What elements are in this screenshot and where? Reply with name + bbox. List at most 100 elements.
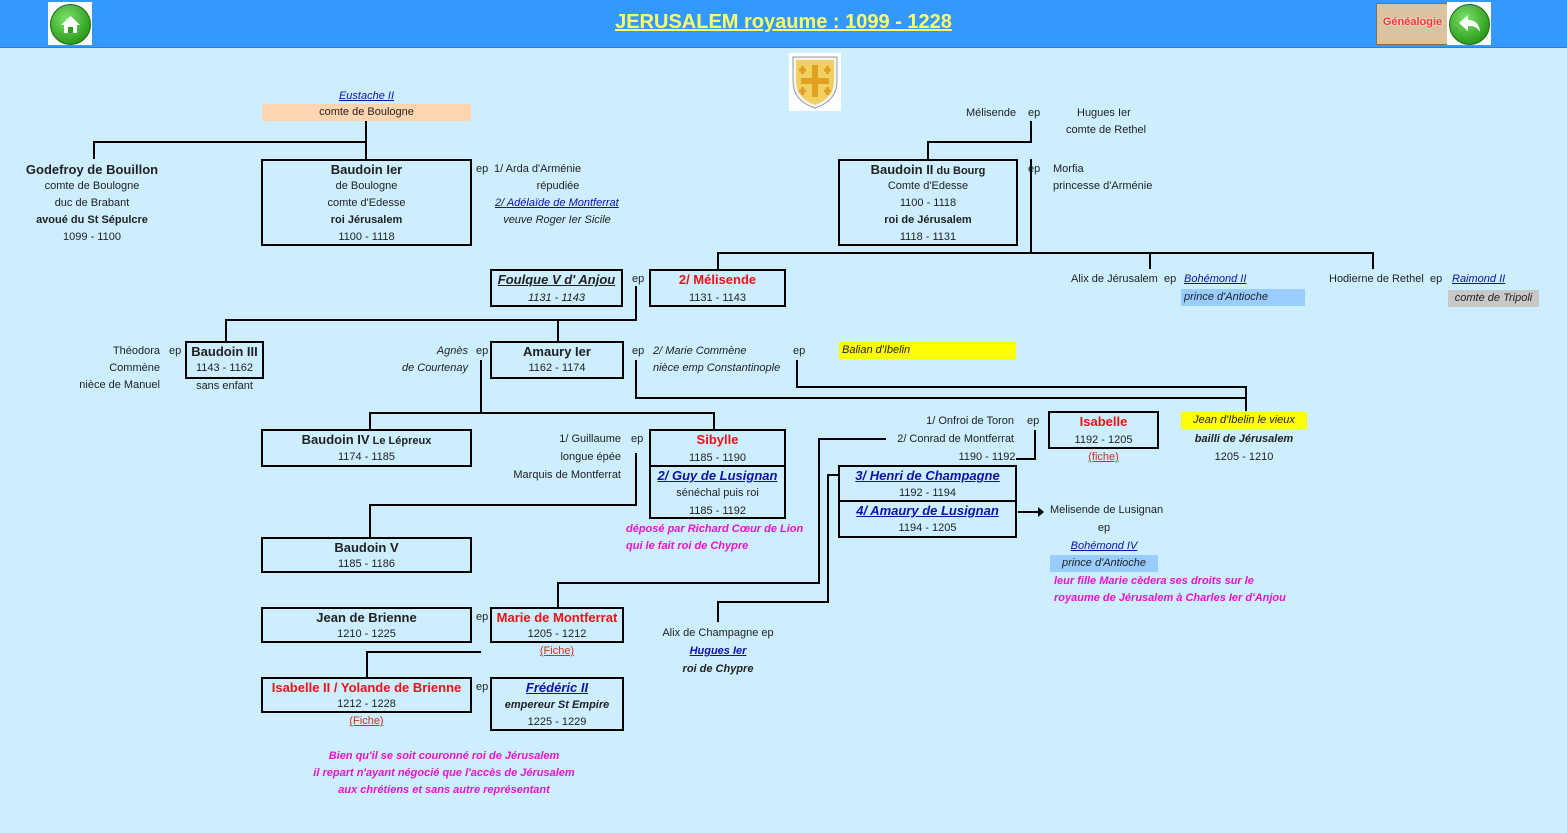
baudoin-iv-dates: 1174 - 1185 (337, 451, 396, 463)
raimond-ii-title: comte de Tripoli (1448, 290, 1539, 307)
onfroi-name: 1/ Onfroi de Toron (926, 415, 1014, 427)
melisende-lusignan-ep: ep (1097, 522, 1111, 534)
baudoin-ii-box: Baudoin II du Bourg Comte d'Edesse 1100 … (838, 159, 1018, 246)
page-title: JERUSALEM royaume : 1099 - 1228 (615, 11, 952, 33)
baudoin-i-title-3: roi Jérusalem (330, 214, 403, 226)
bohemond-iv-link[interactable]: Bohémond IV (1070, 540, 1138, 552)
home-icon (50, 4, 91, 45)
header-bar: JERUSALEM royaume : 1099 - 1228 Généalog… (0, 0, 1567, 48)
jean-brienne-name: Jean de Brienne (316, 610, 417, 625)
jean-ibelin-dates: 1205 - 1210 (1214, 451, 1274, 463)
melisende-name: 2/ Mélisende (678, 272, 757, 287)
marie-comnene-title: nièce emp Constantinople (653, 362, 781, 374)
melisende-rethel-name: Mélisende (966, 107, 1017, 119)
isabelle-ii-ep: ep (476, 681, 489, 693)
baudoin-iv-name: Baudoin IV (301, 432, 370, 447)
jean-brienne-box: Jean de Brienne 1210 - 1225 (261, 607, 472, 643)
godefroy-name: Godefroy de Bouillon (25, 162, 159, 177)
baudoin-i-title-2: comte d'Edesse (327, 197, 406, 209)
hodierne-ep: ep (1430, 273, 1443, 285)
melisende-rethel-ep: ep (1028, 107, 1041, 119)
bohemond-ii-link[interactable]: Bohémond II (1184, 273, 1247, 285)
melisende-box: 2/ Mélisende 1131 - 1143 (649, 269, 786, 307)
amaury-i-dates: 1162 - 1174 (528, 362, 586, 374)
henri-name[interactable]: 3/ Henri de Champagne (855, 468, 1000, 483)
frederic-ii-name[interactable]: Frédéric II (525, 680, 589, 695)
hugues-rethel-name: Hugues Ier (1077, 107, 1131, 119)
genealogy-button[interactable]: Généalogie (1376, 3, 1449, 45)
baudoin-v-box: Baudoin V 1185 - 1186 (261, 537, 472, 573)
baudoin-ii-title-2: roi de Jérusalem (884, 214, 972, 226)
isabelle-box: Isabelle 1192 - 1205 (1048, 411, 1159, 449)
baudoin-ii-suffix: du Bourg (936, 165, 986, 177)
sibylle-name: Sibylle (696, 432, 739, 447)
marie-note-1: leur fille Marie cèdera ses droits sur l… (1054, 575, 1254, 587)
raimond-ii-link[interactable]: Raimond II (1452, 273, 1506, 285)
adelaide-note: veuve Roger Ier Sicile (503, 214, 611, 226)
isabelle-fiche-link[interactable]: (fiche) (1088, 451, 1119, 463)
jean-brienne-ep: ep (476, 611, 489, 623)
baudoin-iii-name: Baudoin III (191, 344, 258, 359)
godefroy-title-3: avoué du St Sépulcre (36, 214, 148, 226)
amaury-i-ep: ep (632, 345, 645, 357)
frederic-note-1: Bien qu'il se soit couronné roi de Jérus… (328, 750, 560, 762)
guy-note-1: déposé par Richard Cœur de Lion (626, 523, 804, 535)
theodora-ep: ep (169, 345, 182, 357)
agnes-name: Agnès (436, 345, 468, 357)
balian-name: Balian d'Ibelin (839, 342, 1016, 359)
baudoin-iii-dates: 1143 - 1162 (195, 362, 254, 374)
marie-comnene-name: 2/ Marie Commène (653, 345, 747, 357)
foulque-name[interactable]: Foulque V d' Anjou (497, 272, 616, 287)
godefroy-dates: 1099 - 1100 (63, 231, 121, 243)
guy-note-2: qui le fait roi de Chypre (626, 540, 749, 552)
back-arrow-icon (1449, 4, 1490, 45)
theodora-line-3: nièce de Manuel (79, 379, 160, 391)
guillaume-name: 1/ Guillaume (559, 433, 621, 445)
marie-montferrat-fiche-link[interactable]: (Fiche) (539, 645, 575, 657)
hugues-rethel-title: comte de Rethel (1066, 124, 1147, 136)
guy-box: 2/ Guy de Lusignan sénéchal puis roi 118… (649, 465, 786, 519)
marie-montferrat-dates: 1205 - 1212 (527, 628, 587, 640)
godefroy-title-2: duc de Brabant (54, 197, 130, 209)
marie-montferrat-box: Marie de Montferrat 1205 - 1212 (490, 607, 624, 643)
godefroy-title-1: comte de Boulogne (44, 180, 140, 192)
baudoin-ii-dates-2: 1118 - 1131 (899, 231, 957, 243)
hugues-i-title: roi de Chypre (682, 663, 754, 675)
baudoin-iv-box: Baudoin IV Le Lépreux 1174 - 1185 (261, 429, 472, 467)
baudoin-iii-note: sans enfant (196, 380, 253, 392)
alix-jerusalem-name: Alix de Jérusalem (1071, 273, 1158, 285)
baudoin-v-dates: 1185 - 1186 (337, 558, 396, 570)
morfia-title: princesse d'Arménie (1053, 180, 1153, 192)
guy-name[interactable]: 2/ Guy de Lusignan (657, 468, 778, 483)
isabelle-ii-fiche-link[interactable]: (Fiche) (349, 715, 384, 727)
theodora-line-2: Commène (109, 362, 160, 374)
amaury-lusignan-dates: 1194 - 1205 (898, 522, 957, 534)
marie-montferrat-name: Marie de Montferrat (496, 610, 618, 625)
jean-ibelin-title: bailli de Jérusalem (1194, 433, 1294, 445)
baudoin-iii-box: Baudoin III 1143 - 1162 (185, 341, 264, 379)
frederic-note-2: il repart n'ayant négocié que l'accès de… (313, 767, 575, 779)
isabelle-ii-dates: 1212 - 1228 (337, 698, 396, 710)
genealogy-label: Généalogie (1382, 16, 1443, 28)
back-button[interactable] (1447, 2, 1491, 45)
guillaume-line-2: longue épée (560, 451, 621, 463)
adelaide-link[interactable]: 2/ Adélaïde de Montferrat (495, 197, 619, 209)
foulque-ep: ep (632, 273, 645, 285)
henri-box: 3/ Henri de Champagne 1192 - 1194 (838, 465, 1017, 503)
baudoin-i-name: Baudoin Ier (330, 162, 403, 177)
guy-title: sénéchal puis roi (676, 487, 759, 499)
hodierne-name: Hodierne de Rethel (1329, 273, 1424, 285)
arda-note: répudiée (536, 180, 580, 192)
melisende-dates: 1131 - 1143 (688, 292, 747, 304)
eustache-ii-link[interactable]: Eustache II (338, 90, 395, 102)
guillaume-line-3: Marquis de Montferrat (513, 469, 621, 481)
jean-brienne-dates: 1210 - 1225 (337, 628, 396, 640)
baudoin-ii-dates-1: 1100 - 1118 (899, 197, 957, 209)
amaury-lusignan-name[interactable]: 4/ Amaury de Lusignan (856, 503, 999, 518)
home-button[interactable] (48, 2, 92, 45)
marie-comnene-ep: ep (793, 345, 806, 357)
hugues-i-link[interactable]: Hugues Ier (689, 645, 747, 657)
sibylle-box: Sibylle 1185 - 1190 (649, 429, 786, 467)
foulque-box: Foulque V d' Anjou 1131 - 1143 (490, 269, 623, 307)
